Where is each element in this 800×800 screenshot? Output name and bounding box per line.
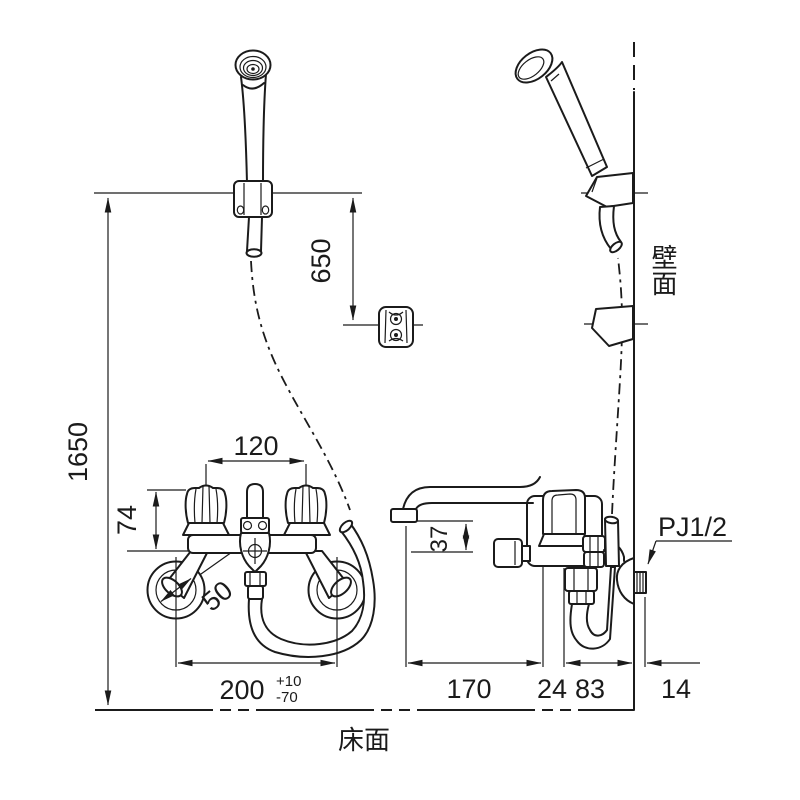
hose-bracket-side (591, 305, 634, 347)
spout-top (402, 476, 541, 510)
front-hose-dashed (250, 260, 351, 511)
shower-holder-front (233, 180, 273, 218)
dim-37: 37 (426, 526, 453, 553)
left-handle-front (184, 484, 228, 524)
dim-74: 74 (112, 505, 142, 535)
dim-83: 83 (575, 674, 605, 704)
handle-side (542, 489, 586, 535)
label-floor-surface: 床面 (338, 725, 390, 755)
faucet-front (146, 483, 376, 658)
hose-bracket-front (378, 306, 414, 348)
shower-head-front (234, 49, 272, 184)
side-view (390, 48, 647, 650)
dimension-lines (104, 197, 700, 706)
shower-holder-side (585, 172, 634, 208)
diverter-knob (246, 483, 264, 520)
hose-center-lines (250, 257, 623, 515)
right-handle-front (284, 484, 328, 524)
hose-end-fitting (604, 518, 620, 567)
dim-200: 200 (219, 675, 264, 705)
dim-1650: 1650 (63, 422, 93, 482)
faucet-side (390, 476, 647, 650)
shower-hose-stub-front (245, 216, 263, 258)
side-hose-stub (598, 205, 623, 254)
side-hose-dashed (611, 257, 623, 515)
spout-tip (390, 508, 418, 523)
wall-flange (615, 557, 635, 605)
shower-head-side (514, 48, 608, 177)
side-outlet-cap (493, 538, 523, 568)
spout-bottom (415, 502, 534, 510)
dim-170: 170 (446, 674, 491, 704)
dim-14: 14 (661, 674, 691, 704)
dim-200-tol-lower: -70 (276, 689, 298, 706)
dim-24: 24 (537, 674, 567, 704)
dim-200-tol-upper: +10 (276, 673, 301, 690)
label-wall-surface: 壁面 (648, 244, 678, 296)
supply-center-lines (175, 557, 338, 667)
dim-120: 120 (233, 431, 278, 461)
dim-650: 650 (306, 238, 336, 283)
front-view (146, 49, 414, 667)
label-thread: PJ1/2 (658, 512, 727, 542)
